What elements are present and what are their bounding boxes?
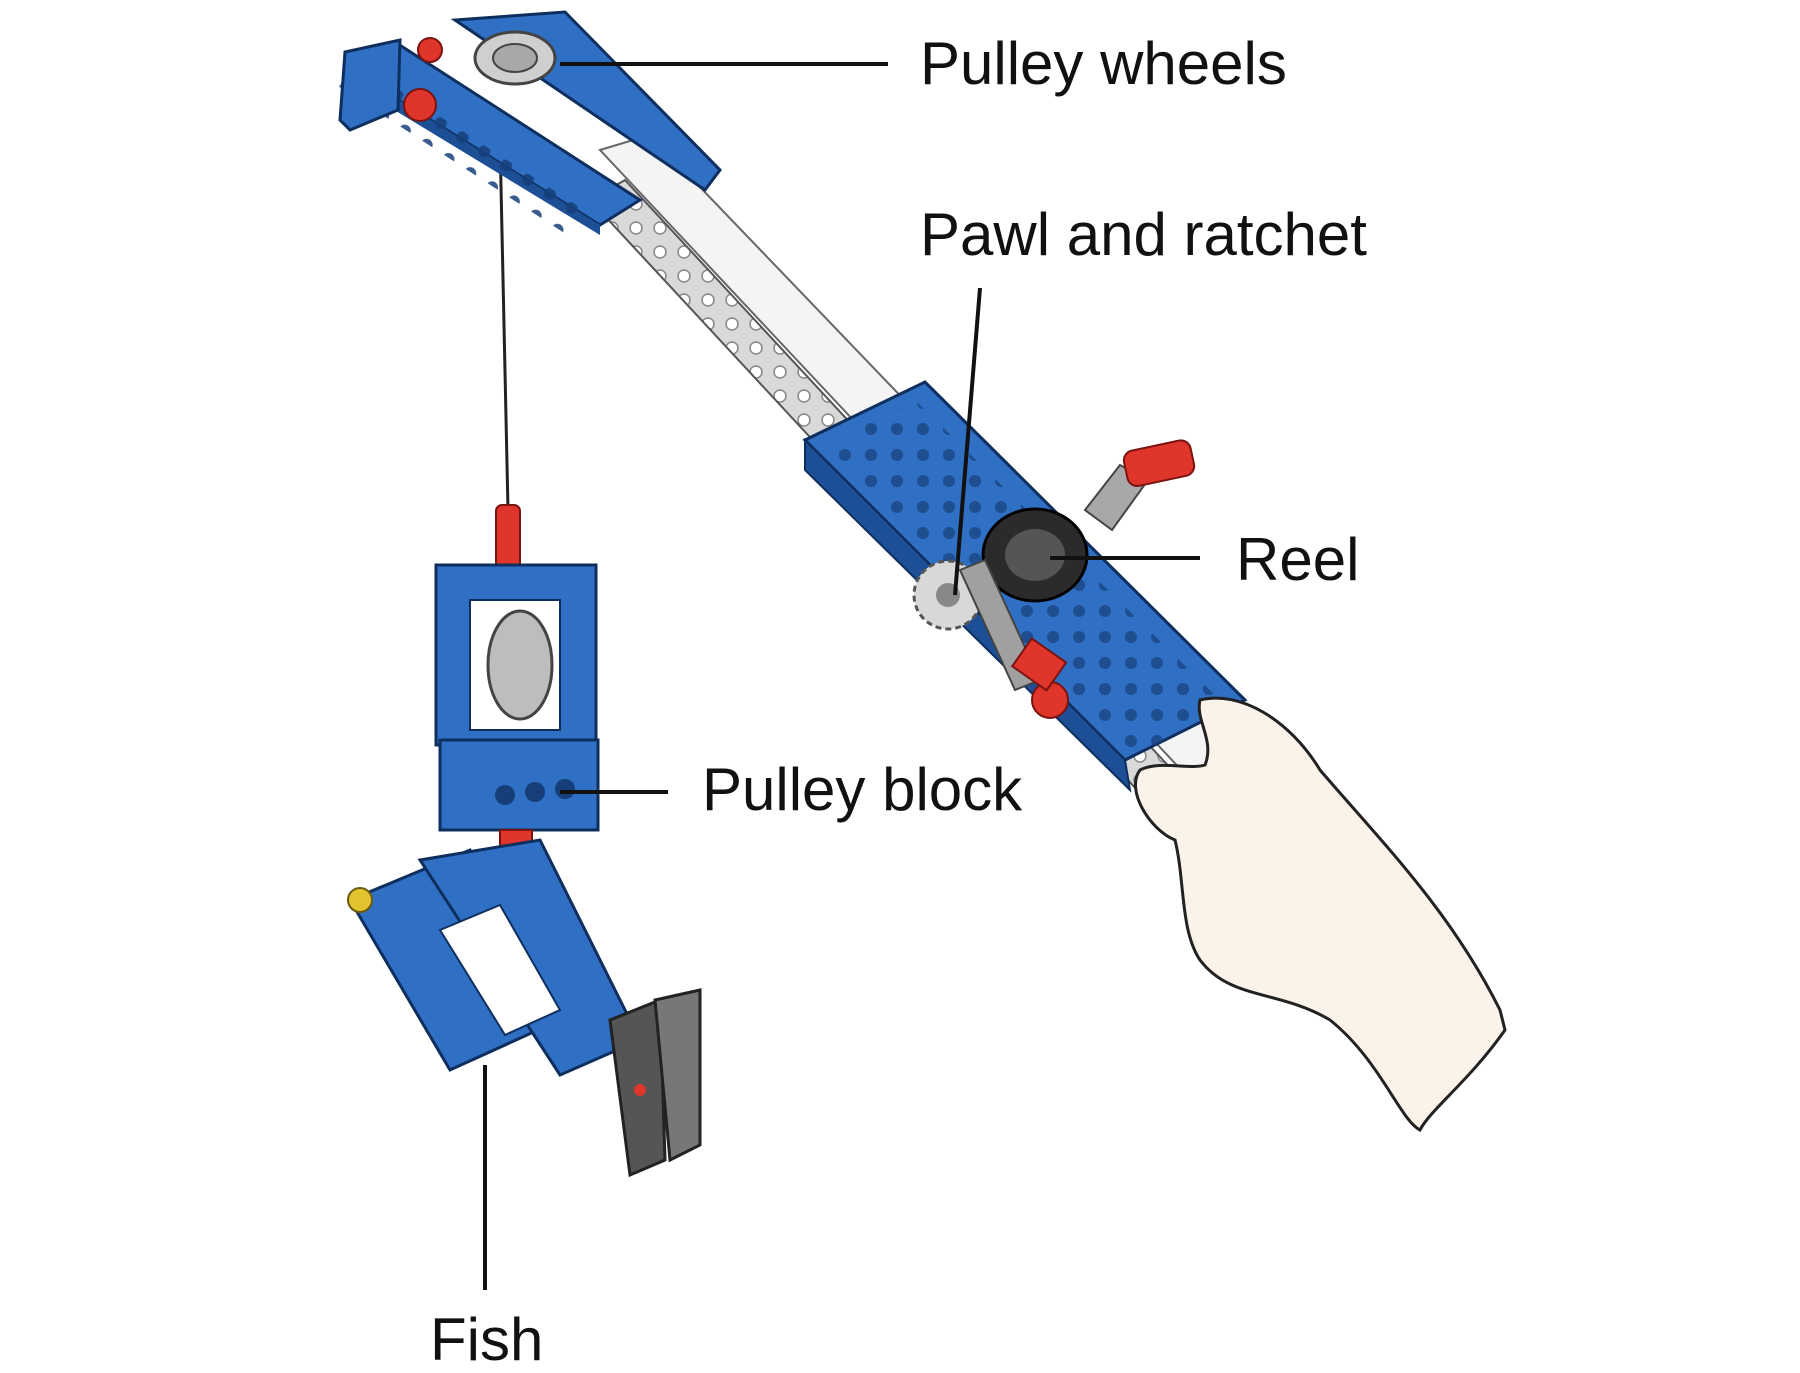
label-pawl-and-ratchet: Pawl and ratchet xyxy=(920,201,1367,268)
rod-tip-beams xyxy=(338,10,722,240)
hand-shape xyxy=(1133,696,1507,1133)
fishing-line xyxy=(498,139,510,511)
label-pulley-block: Pulley block xyxy=(702,756,1023,823)
label-pulley-wheels: Pulley wheels xyxy=(920,30,1287,97)
pawl-ratchet-part xyxy=(912,558,1069,719)
reel-part xyxy=(981,439,1196,603)
pulley-wheels-part xyxy=(403,30,557,122)
label-fish: Fish xyxy=(430,1306,544,1373)
leader-lines xyxy=(483,62,1200,1290)
label-reel: Reel xyxy=(1236,526,1360,593)
leader-pawl-ratchet xyxy=(953,287,982,596)
fish-part xyxy=(347,838,702,1178)
pulley-block-part xyxy=(434,504,600,941)
